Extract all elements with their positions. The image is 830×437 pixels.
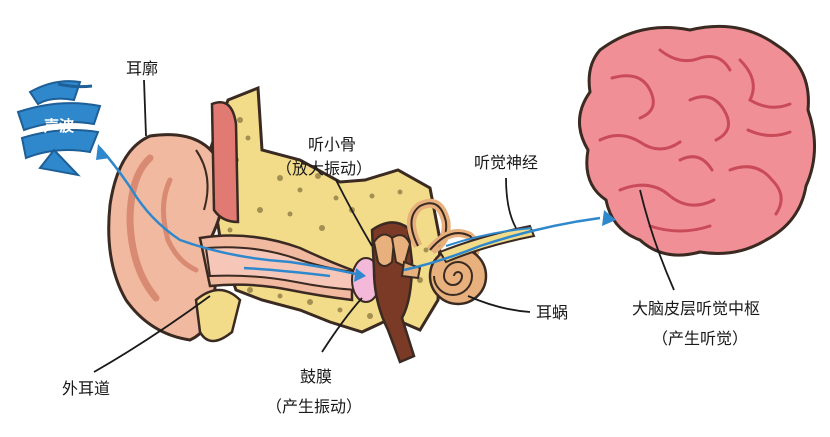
sound-path-arrow [99, 147, 601, 278]
arrow-head-brain [602, 210, 616, 226]
auricle-shape [107, 133, 226, 342]
ossicles-note: （放大振动） [276, 159, 372, 178]
ossicles-shape [372, 233, 422, 280]
cortex-note: （产生听觉） [652, 329, 748, 348]
sound-wave-icon [16, 80, 102, 177]
cochlea-shape [428, 246, 488, 306]
ossicles-label: 听小骨 [308, 135, 356, 154]
sound-wave-label: 声波 [43, 117, 75, 135]
cortex-label: 大脑皮层听觉中枢 [632, 299, 760, 318]
arrow-head-start [96, 144, 110, 160]
ear-canal-label: 外耳道 [62, 379, 110, 398]
eardrum-note: （产生振动） [266, 397, 362, 416]
cochlea-label: 耳蜗 [536, 303, 568, 322]
arrow-head-eardrum [354, 268, 366, 282]
auricle-label: 耳廓 [126, 59, 158, 78]
cartilage [194, 288, 242, 343]
leader-lines [93, 79, 675, 373]
skin-strip [210, 101, 240, 224]
brain-cortex-shape [578, 24, 817, 257]
auditory-nerve-label: 听觉神经 [474, 153, 538, 172]
eardrum-label: 鼓膜 [300, 367, 332, 386]
